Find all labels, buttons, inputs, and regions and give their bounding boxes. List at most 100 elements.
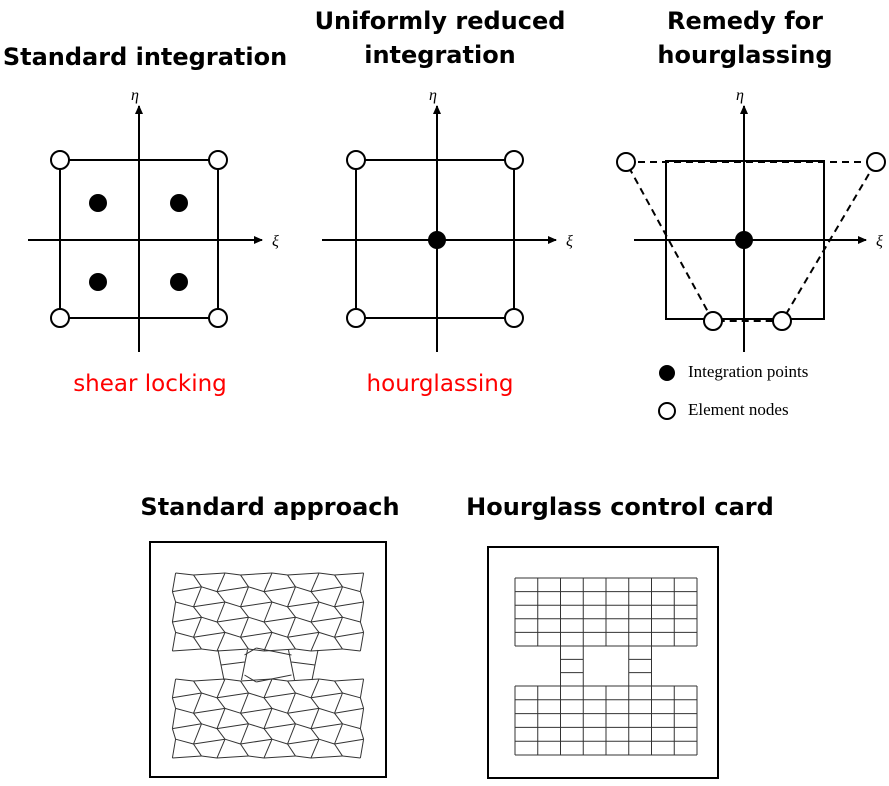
mesh-line — [193, 712, 202, 725]
mesh-line — [263, 692, 296, 699]
mesh-hourglass-control — [487, 546, 719, 779]
mesh-line — [240, 712, 249, 725]
title-standard-approach: Standard approach — [140, 493, 400, 521]
diagram-remedy-hourglassing: η ξ — [616, 87, 886, 352]
title-remedy-line1: Remedy for — [667, 7, 823, 35]
mesh-line — [248, 648, 265, 652]
element-node — [50, 308, 70, 328]
element-node — [504, 308, 524, 328]
mesh-line — [318, 678, 335, 682]
mesh-line — [359, 697, 365, 709]
mesh-line — [175, 738, 194, 745]
mesh-line — [342, 616, 361, 623]
mesh-line — [263, 601, 273, 623]
mesh-line — [193, 586, 202, 607]
title-remedy-hourglassing: Remedy for hourglassing — [600, 4, 889, 72]
mesh-line — [334, 572, 364, 576]
element-node — [346, 150, 366, 170]
mesh-line — [224, 601, 241, 608]
mesh-frame — [149, 541, 387, 778]
mesh-line — [224, 631, 241, 638]
integration-point — [735, 231, 753, 249]
eta-label: η — [429, 87, 437, 104]
mesh-line — [271, 601, 288, 608]
mesh-line — [216, 586, 249, 593]
element-node — [866, 152, 886, 172]
mesh-line — [310, 678, 320, 698]
mesh-line — [216, 697, 226, 709]
mesh-line — [240, 678, 273, 682]
xi-label: ξ — [876, 233, 883, 250]
mesh-line — [224, 678, 241, 682]
mesh-line — [310, 572, 320, 592]
mesh-line — [287, 606, 296, 618]
mesh-line — [244, 674, 257, 683]
regular-mesh — [514, 577, 698, 756]
mesh-line — [175, 678, 194, 682]
mesh-line — [287, 680, 296, 694]
mesh-line — [240, 707, 273, 714]
mesh-line — [240, 586, 249, 607]
mesh-line — [256, 647, 292, 656]
mesh-line — [295, 616, 312, 623]
element-node — [703, 311, 723, 331]
integration-point — [170, 273, 188, 291]
mesh-line — [310, 692, 343, 699]
integration-point — [170, 194, 188, 212]
mesh-line — [310, 591, 320, 603]
mesh-line — [201, 755, 218, 759]
title-uniformly-reduced-line1: Uniformly reduced — [314, 7, 566, 35]
element-node — [772, 311, 792, 331]
mesh-line — [287, 586, 296, 607]
title-remedy-line2: hourglassing — [657, 41, 833, 69]
mesh-line — [310, 632, 320, 652]
mesh-line — [359, 621, 365, 633]
diagram-standard-integration: η ξ — [28, 87, 279, 352]
mesh-line — [334, 586, 343, 607]
element-square — [665, 160, 825, 320]
mesh-line — [263, 723, 296, 730]
element-node — [50, 150, 70, 170]
mesh-line — [295, 586, 312, 593]
mesh-line — [310, 601, 320, 623]
mesh-line — [193, 743, 202, 757]
mesh-line — [334, 712, 343, 725]
mesh-line — [240, 601, 273, 608]
mesh-line — [263, 697, 273, 709]
mesh-line — [334, 692, 343, 714]
mesh-line — [193, 617, 202, 638]
title-standard-integration: Standard integration — [2, 43, 288, 71]
mesh-line — [263, 616, 296, 623]
mesh-line — [240, 606, 249, 618]
mesh-line — [171, 728, 177, 740]
mesh-line — [220, 661, 245, 666]
mesh-frame — [487, 546, 719, 779]
mesh-line — [175, 601, 194, 608]
title-hourglass-control-card: Hourglass control card — [466, 493, 774, 521]
mesh-line — [287, 636, 296, 650]
mesh-line — [172, 616, 202, 623]
legend-integration-points: Integration points — [688, 362, 809, 381]
mesh-line — [240, 692, 249, 714]
mesh-line — [201, 586, 218, 593]
mesh-line — [175, 707, 194, 714]
mesh-line — [295, 648, 312, 652]
mesh-line — [216, 632, 226, 652]
mesh-line — [171, 697, 177, 709]
mesh-line — [263, 678, 273, 698]
element-square — [355, 159, 515, 319]
legend-element-node-symbol — [658, 402, 676, 420]
mesh-line — [359, 708, 365, 729]
mesh-line — [287, 692, 296, 714]
mesh-line — [295, 723, 312, 730]
mesh-line — [334, 617, 343, 638]
mesh-line — [334, 678, 364, 682]
mesh-line — [171, 572, 177, 592]
mesh-line — [193, 738, 226, 745]
legend-integration-point-symbol — [659, 365, 675, 381]
mesh-line — [359, 739, 365, 759]
mesh-line — [171, 591, 177, 603]
mesh-line — [334, 680, 343, 694]
mesh-line — [318, 601, 335, 608]
mesh-line — [263, 586, 296, 593]
